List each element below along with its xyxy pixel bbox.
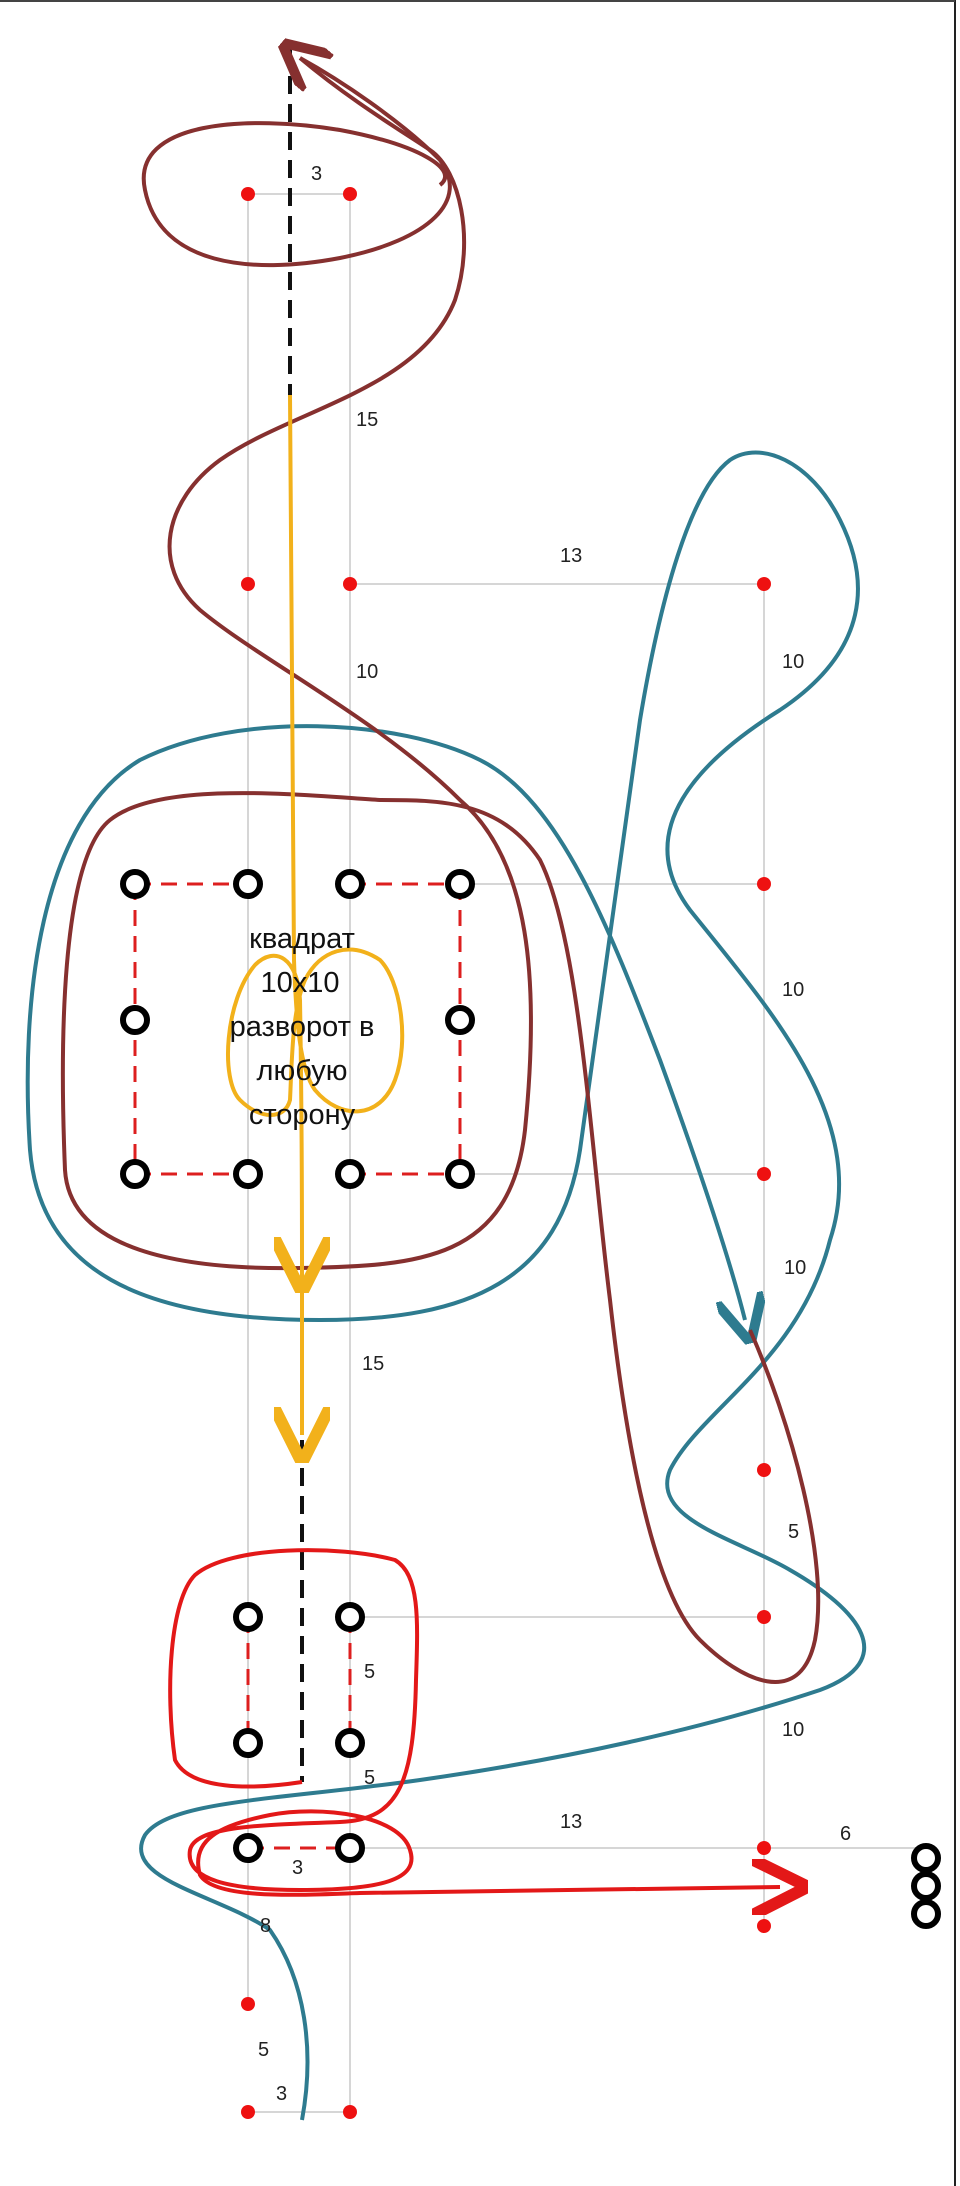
label-lower-horizontal: 13: [560, 1811, 582, 1833]
label-bottom-vertical-8: 8: [260, 1915, 271, 1937]
label-top-horizontal: 13: [560, 545, 582, 567]
label-bottom-pair-width: 3: [292, 1857, 303, 1879]
label-upper-vertical: 15: [356, 409, 378, 431]
label-bottom-width: 3: [276, 2083, 287, 2105]
label-small-gap: 5: [364, 1767, 375, 1789]
label-middle-vertical: 15: [362, 1353, 384, 1375]
guide-lines: [247, 193, 925, 2113]
teal-path: [25, 450, 867, 2121]
square-instruction: квадрат 10х10 разворот в любую сторону: [230, 923, 375, 1131]
black-rings: [120, 869, 941, 1929]
instruction-line-3: разворот в: [230, 1011, 375, 1043]
brown-path: [60, 58, 821, 1684]
label-right-5: 5: [788, 1521, 799, 1543]
label-right-10-d: 10: [782, 1719, 804, 1741]
red-path: [168, 1548, 780, 1895]
instruction-line-1: квадрат: [249, 923, 355, 955]
label-right-10-c: 10: [784, 1257, 806, 1279]
instruction-line-2: 10х10: [260, 967, 339, 999]
label-right-10-b: 10: [782, 979, 804, 1001]
red-dots: [241, 187, 771, 2119]
instruction-line-4: любую: [257, 1055, 348, 1087]
brown-top-loop: [141, 56, 452, 268]
black-dashed-lines: [288, 48, 304, 1782]
label-end-length: 6: [840, 1823, 851, 1845]
label-bottom-vertical-5: 5: [258, 2039, 269, 2061]
label-top-width: 3: [311, 163, 322, 185]
label-right-10-a: 10: [782, 651, 804, 673]
instruction-line-5: сторону: [249, 1099, 356, 1131]
label-left-10: 10: [356, 661, 378, 683]
label-small-square-side: 5: [364, 1661, 375, 1683]
yellow-path: [226, 394, 405, 1265]
